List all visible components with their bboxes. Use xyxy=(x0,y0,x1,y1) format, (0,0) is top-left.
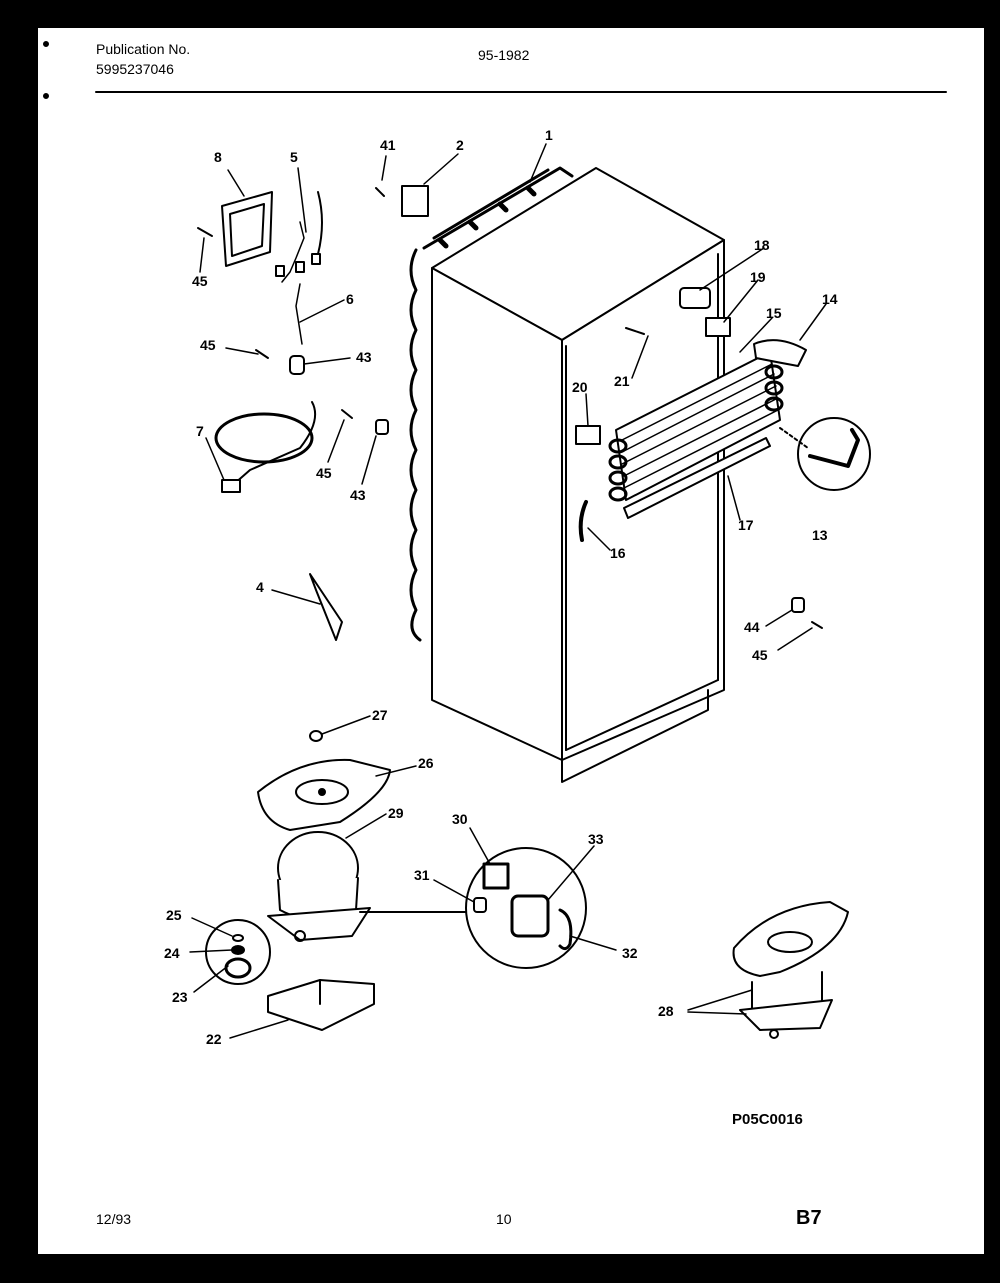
evaporator-coil xyxy=(608,351,784,519)
callout-43: 43 xyxy=(356,349,372,365)
footer-section: B7 xyxy=(796,1207,822,1229)
terminal-cover xyxy=(510,894,550,938)
electrical-detail-circle xyxy=(465,847,587,969)
callout-19: 19 xyxy=(750,269,766,285)
callout-26: 26 xyxy=(418,755,434,771)
callout-17: 17 xyxy=(738,517,754,533)
detail-circle-13 xyxy=(797,417,871,491)
callout-22: 22 xyxy=(206,1031,222,1047)
screws xyxy=(197,187,823,629)
corner-mark xyxy=(43,93,49,99)
publication-number: 5995237046 xyxy=(96,61,174,77)
callout-16: 16 xyxy=(610,545,626,561)
compressor-assembly-alt xyxy=(732,901,849,1039)
drain-pan xyxy=(257,758,391,831)
callout-33: 33 xyxy=(588,831,604,847)
leader-13 xyxy=(779,427,809,449)
footer-page-number: 10 xyxy=(496,1211,512,1227)
model-number: 95-1982 xyxy=(478,47,530,63)
callout-13: 13 xyxy=(812,527,828,543)
callout-45: 45 xyxy=(200,337,216,353)
callout-7: 7 xyxy=(196,423,204,439)
callout-45: 45 xyxy=(192,273,208,289)
callout-31: 31 xyxy=(414,867,430,883)
condenser-coil xyxy=(409,166,574,642)
callout-6: 6 xyxy=(346,291,354,307)
defrost-sensor xyxy=(808,428,860,468)
callout-27: 27 xyxy=(372,707,388,723)
callout-8: 8 xyxy=(214,149,222,165)
corner-mark xyxy=(43,41,49,47)
callout-1: 1 xyxy=(545,127,553,143)
callout-21: 21 xyxy=(614,373,630,389)
callout-43: 43 xyxy=(350,487,366,503)
cover-plate xyxy=(221,191,273,267)
callout-25: 25 xyxy=(166,907,182,923)
callout-29: 29 xyxy=(388,805,404,821)
leader-lines xyxy=(189,143,827,1039)
callout-32: 32 xyxy=(622,945,638,961)
refrigerator-cabinet xyxy=(431,167,725,783)
figure-code: P05C0016 xyxy=(732,1111,803,1128)
relay xyxy=(482,862,510,890)
callout-45: 45 xyxy=(316,465,332,481)
callout-30: 30 xyxy=(452,811,468,827)
grommet-detail-circle xyxy=(205,919,271,985)
callout-5: 5 xyxy=(290,149,298,165)
callout-44: 44 xyxy=(744,619,760,635)
callout-18: 18 xyxy=(754,237,770,253)
overload xyxy=(473,897,487,913)
compressor xyxy=(267,831,371,942)
compressor-base xyxy=(267,979,375,1031)
callout-20: 20 xyxy=(572,379,588,395)
callout-15: 15 xyxy=(766,305,782,321)
clip xyxy=(558,908,573,951)
callout-41: 41 xyxy=(380,137,396,153)
callout-2: 2 xyxy=(456,137,464,153)
callout-45: 45 xyxy=(752,647,768,663)
callout-24: 24 xyxy=(164,945,180,961)
callout-28: 28 xyxy=(658,1003,674,1019)
callout-23: 23 xyxy=(172,989,188,1005)
callout-4: 4 xyxy=(256,579,264,595)
grommet-stack xyxy=(224,934,252,979)
footer-date: 12/93 xyxy=(96,1211,132,1227)
callout-14: 14 xyxy=(822,291,838,307)
publication-label: Publication No. xyxy=(96,41,191,57)
